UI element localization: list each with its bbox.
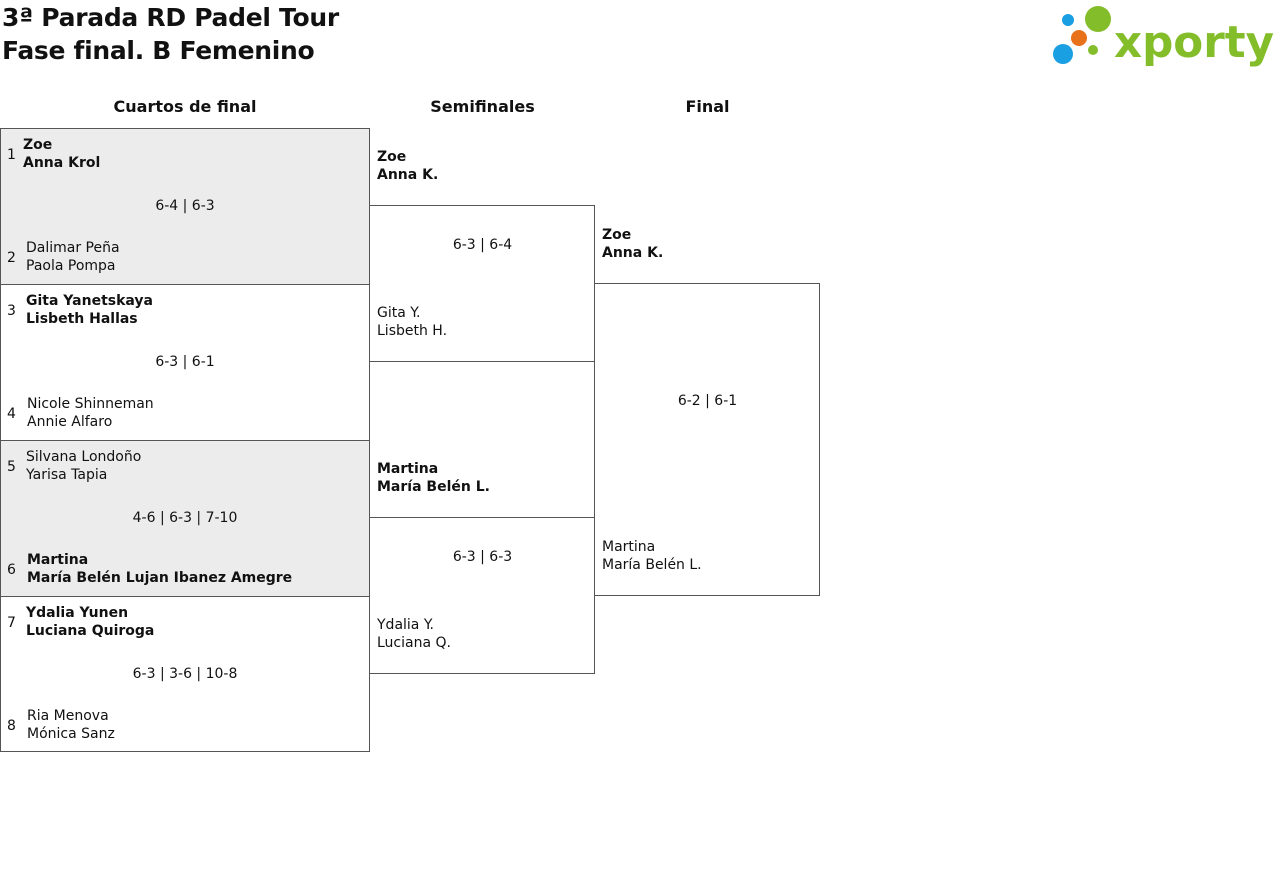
team-entry: Martina María Belén L.: [602, 538, 702, 574]
player-name: Anna K.: [377, 167, 439, 183]
seed-number: 7: [7, 615, 16, 631]
player-name: Gita Yanetskaya: [26, 293, 153, 309]
seed-number: 6: [7, 562, 16, 578]
player-name: María Belén L.: [377, 479, 490, 495]
logo-dot-blue-large: [1053, 44, 1073, 64]
match-score: 6-2 | 6-1: [677, 393, 738, 409]
player-name: Luciana Q.: [377, 635, 451, 651]
player-name: Gita Y.: [377, 305, 421, 321]
round-header-semifinals: Semifinales: [430, 97, 535, 116]
seed-number: 4: [7, 406, 16, 422]
quarterfinal-match-4: [0, 596, 370, 752]
player-name: Zoe: [602, 227, 632, 243]
player-name: María Belén Lujan Ibanez Amegre: [27, 570, 293, 586]
seed-number: 1: [7, 147, 16, 163]
logo-dot-blue-small: [1062, 14, 1074, 26]
logo-wordmark: xporty: [1114, 17, 1274, 68]
player-name: Anna Krol: [23, 155, 101, 171]
xporty-logo: xporty: [1053, 6, 1274, 68]
seed-number: 5: [7, 459, 16, 475]
team-entry: Ria Menova Mónica Sanz: [27, 707, 115, 743]
player-name: Annie Alfaro: [27, 414, 113, 430]
player-name: Martina: [377, 461, 439, 477]
quarterfinal-match-3: [0, 440, 370, 597]
match-score: 4-6 | 6-3 | 7-10: [132, 510, 238, 526]
logo-dot-orange: [1071, 30, 1087, 46]
player-name: Zoe: [23, 137, 53, 153]
player-name: Mónica Sanz: [27, 726, 115, 742]
team-entry: Martina María Belén L.: [377, 460, 490, 496]
player-name: Martina: [27, 552, 89, 568]
match-score: 6-3 | 6-3: [452, 549, 513, 565]
quarterfinal-match-1: [0, 128, 370, 285]
logo-dot-green-small: [1088, 45, 1098, 55]
logo-dot-green-large: [1085, 6, 1111, 32]
page-subtitle: Fase final. B Femenino: [2, 36, 315, 65]
player-name: María Belén L.: [602, 557, 702, 573]
team-entry: Silvana Londoño Yarisa Tapia: [26, 448, 141, 484]
player-name: Silvana Londoño: [26, 449, 142, 465]
player-name: Martina: [602, 539, 656, 555]
player-name: Lisbeth H.: [377, 323, 448, 339]
team-entry: Nicole Shinneman Annie Alfaro: [27, 395, 154, 431]
team-entry: Gita Y. Lisbeth H.: [377, 304, 447, 340]
match-score: 6-3 | 6-4: [452, 237, 513, 253]
team-entry: Ydalia Y. Luciana Q.: [377, 616, 451, 652]
team-entry: Gita Yanetskaya Lisbeth Hallas: [26, 292, 153, 328]
player-name: Nicole Shinneman: [27, 396, 154, 412]
player-name: Zoe: [377, 149, 407, 165]
final-match: [594, 283, 820, 596]
match-score: 6-3 | 6-1: [155, 354, 215, 370]
page-title: 3ª Parada RD Padel Tour: [2, 3, 339, 32]
match-score: 6-3 | 3-6 | 10-8: [132, 666, 238, 682]
player-name: Dalimar Peña: [26, 240, 120, 256]
team-entry: Zoe Anna K.: [377, 148, 438, 184]
team-entry: Dalimar Peña Paola Pompa: [26, 239, 120, 275]
player-name: Paola Pompa: [26, 258, 116, 274]
player-name: Ydalia Y.: [377, 617, 434, 633]
team-entry: Martina María Belén Lujan Ibanez Amegre: [27, 551, 292, 587]
round-header-final: Final: [685, 97, 730, 116]
seed-number: 3: [7, 303, 16, 319]
match-score: 6-4 | 6-3: [155, 198, 215, 214]
team-entry: Zoe Anna K.: [602, 226, 663, 262]
player-name: Ydalia Yunen: [26, 605, 129, 621]
team-entry: Ydalia Yunen Luciana Quiroga: [26, 604, 154, 640]
player-name: Yarisa Tapia: [26, 467, 108, 483]
player-name: Ria Menova: [27, 708, 109, 724]
player-name: Luciana Quiroga: [26, 623, 155, 639]
player-name: Lisbeth Hallas: [26, 311, 138, 327]
player-name: Anna K.: [602, 245, 664, 261]
seed-number: 2: [7, 250, 16, 266]
round-header-quarterfinals: Cuartos de final: [113, 97, 257, 116]
seed-number: 8: [7, 718, 16, 734]
team-entry: Zoe Anna Krol: [23, 136, 100, 172]
